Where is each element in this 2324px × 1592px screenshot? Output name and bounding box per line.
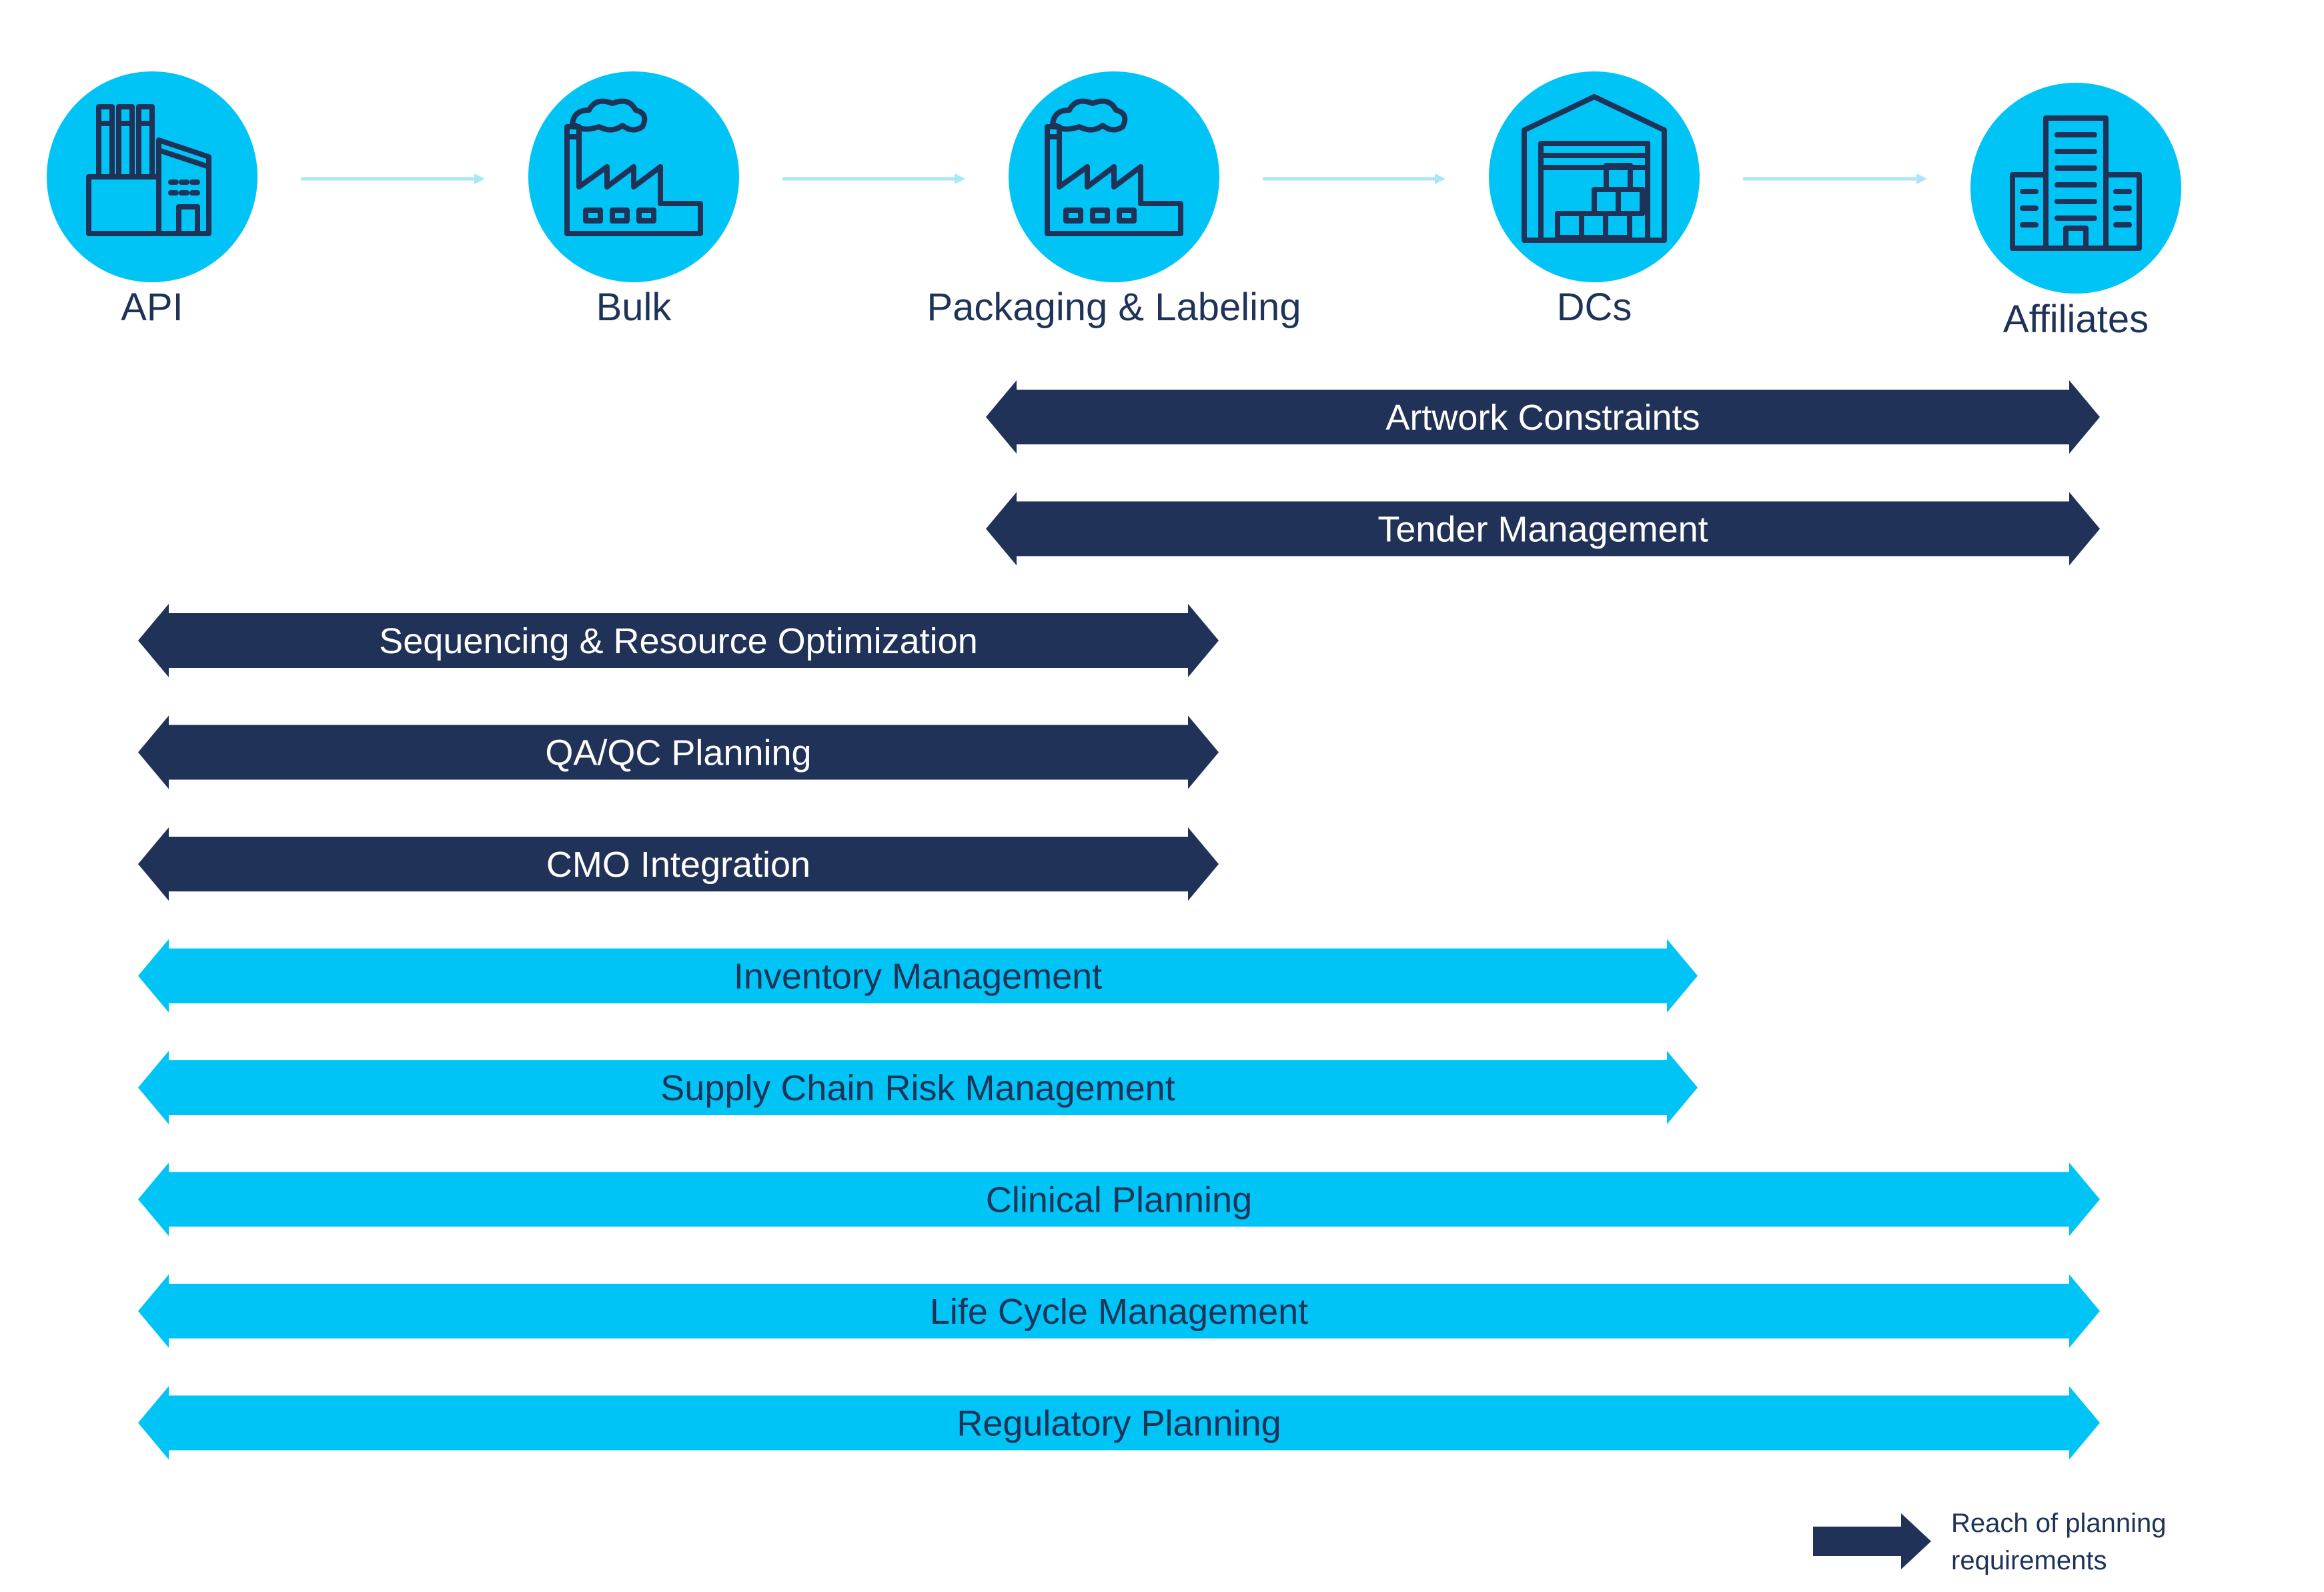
requirement-label: Tender Management bbox=[1377, 510, 1708, 550]
requirement-label: CMO Integration bbox=[546, 845, 810, 885]
requirement-bar: Supply Chain Risk Management bbox=[138, 1051, 1698, 1124]
stage-api: API bbox=[47, 71, 257, 329]
requirement-bar: Clinical Planning bbox=[138, 1162, 2100, 1236]
requirement-label: Clinical Planning bbox=[986, 1180, 1252, 1220]
requirement-bar: QA/QC Planning bbox=[138, 715, 1219, 789]
double-arrow-shape bbox=[986, 492, 2100, 566]
stage-circle bbox=[1489, 71, 1700, 282]
double-arrow-shape bbox=[138, 715, 1219, 789]
stage-label: API bbox=[121, 286, 183, 329]
double-arrow-shape bbox=[138, 604, 1219, 677]
double-arrow-shape bbox=[986, 380, 2100, 454]
connectors-layer bbox=[301, 173, 1927, 184]
legend: Reach of planning requirements bbox=[1813, 1509, 2166, 1575]
requirement-label: Regulatory Planning bbox=[957, 1404, 1281, 1444]
stage-label: Packaging & Labeling bbox=[927, 286, 1301, 329]
stage-connector-arrow bbox=[782, 173, 965, 184]
stage-label: DCs bbox=[1557, 286, 1632, 329]
requirement-bar: Life Cycle Management bbox=[138, 1274, 2100, 1348]
requirement-bar: Regulatory Planning bbox=[138, 1386, 2100, 1460]
double-arrow-shape bbox=[138, 1162, 2100, 1236]
stage-label: Affiliates bbox=[2003, 298, 2149, 341]
stage-affiliates: Affiliates bbox=[1970, 83, 2181, 341]
requirement-bar: Inventory Management bbox=[138, 939, 1698, 1013]
stages-layer: API Bulk Packaging & Labeling DCs Affiliates bbox=[47, 71, 2181, 341]
double-arrow-shape bbox=[138, 827, 1219, 901]
requirement-bar: Tender Management bbox=[986, 492, 2100, 566]
stage-connector-arrow bbox=[1263, 173, 1445, 184]
stage-connector-arrow bbox=[1743, 173, 1927, 184]
stage-packaging-labeling: Packaging & Labeling bbox=[927, 71, 1301, 329]
stage-circle bbox=[1970, 83, 2181, 294]
double-arrow-shape bbox=[138, 1386, 2100, 1460]
double-arrow-shape bbox=[138, 1051, 1698, 1124]
legend-text-line-2: requirements bbox=[1951, 1546, 2107, 1575]
stage-label: Bulk bbox=[596, 286, 672, 329]
requirement-label: Life Cycle Management bbox=[930, 1292, 1308, 1332]
requirement-label: Artwork Constraints bbox=[1385, 398, 1700, 438]
requirement-label: QA/QC Planning bbox=[545, 733, 811, 773]
requirement-bar: Artwork Constraints bbox=[986, 380, 2100, 454]
requirement-bar: Sequencing & Resource Optimization bbox=[138, 604, 1219, 677]
dark-arrow-icon bbox=[1813, 1513, 1931, 1569]
stage-dcs: DCs bbox=[1489, 71, 1700, 329]
requirement-label: Supply Chain Risk Management bbox=[660, 1068, 1175, 1108]
legend-text-line-1: Reach of planning bbox=[1951, 1509, 2166, 1538]
stage-connector-arrow bbox=[301, 173, 485, 184]
requirement-label: Inventory Management bbox=[734, 957, 1102, 997]
double-arrow-shape bbox=[138, 1274, 2100, 1348]
double-arrow-shape bbox=[138, 939, 1698, 1013]
requirement-bar: CMO Integration bbox=[138, 827, 1219, 901]
stage-bulk: Bulk bbox=[528, 71, 739, 329]
requirement-label: Sequencing & Resource Optimization bbox=[379, 621, 978, 661]
